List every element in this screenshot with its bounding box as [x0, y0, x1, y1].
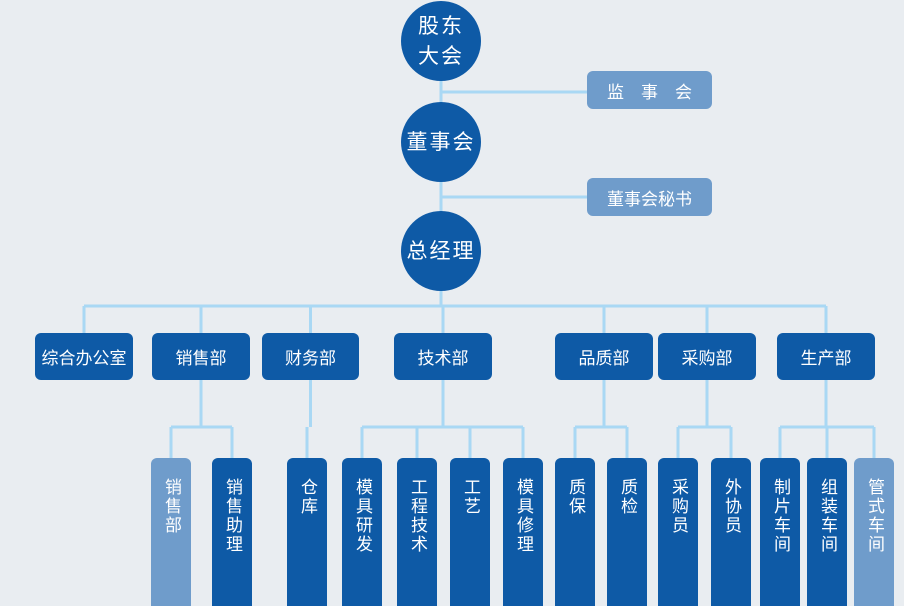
unit-label: 销售助理 — [222, 478, 242, 554]
unit-box: 模具研发 — [342, 458, 382, 606]
unit-box: 采购员 — [658, 458, 698, 606]
unit-label: 质保 — [565, 478, 585, 516]
unit-box: 组装车间 — [807, 458, 847, 606]
department-box: 采购部 — [658, 333, 756, 380]
department-label: 品质部 — [578, 349, 630, 369]
unit-label: 模具修理 — [513, 478, 533, 554]
department-box: 技术部 — [394, 333, 492, 380]
unit-box: 销售部 — [151, 458, 191, 606]
unit-box: 管式车间 — [854, 458, 894, 606]
board-secretary-label: 董事会秘书 — [607, 189, 692, 210]
department-label: 销售部 — [175, 349, 227, 369]
unit-label: 仓库 — [297, 478, 317, 516]
department-label: 生产部 — [800, 349, 852, 369]
unit-box: 质保 — [555, 458, 595, 606]
department-box: 财务部 — [262, 333, 359, 380]
department-box: 生产部 — [777, 333, 875, 380]
department-label: 综合办公室 — [41, 349, 127, 369]
unit-label: 工艺 — [460, 478, 480, 516]
department-label: 财务部 — [285, 349, 336, 369]
unit-label: 管式车间 — [864, 478, 884, 554]
unit-label: 模具研发 — [352, 478, 372, 554]
department-box: 品质部 — [555, 333, 653, 380]
supervisors-box: 监 事 会 — [587, 71, 712, 109]
shareholders-label-line2: 大会 — [418, 44, 464, 68]
unit-label: 采购员 — [668, 478, 688, 535]
unit-label: 制片车间 — [770, 478, 790, 554]
board-node: 董事会 — [401, 102, 481, 182]
unit-box: 制片车间 — [760, 458, 800, 606]
unit-label: 工程技术 — [407, 478, 427, 554]
general-manager-label: 总经理 — [406, 239, 476, 263]
department-label: 技术部 — [417, 349, 469, 369]
unit-box: 质检 — [607, 458, 647, 606]
board-label: 董事会 — [406, 130, 476, 154]
unit-box: 工艺 — [450, 458, 490, 606]
shareholders-label-line1: 股东 — [418, 14, 464, 38]
unit-label: 销售部 — [161, 478, 181, 535]
unit-box: 仓库 — [287, 458, 327, 606]
department-box: 综合办公室 — [35, 333, 133, 380]
unit-label: 组装车间 — [817, 478, 837, 554]
supervisors-label: 监 事 会 — [607, 82, 692, 103]
unit-label: 质检 — [617, 478, 637, 516]
unit-box: 销售助理 — [212, 458, 252, 606]
unit-label: 外协员 — [721, 478, 741, 535]
board-secretary-box: 董事会秘书 — [587, 178, 712, 216]
unit-box: 工程技术 — [397, 458, 437, 606]
unit-box: 外协员 — [711, 458, 751, 606]
department-box: 销售部 — [152, 333, 250, 380]
unit-box: 模具修理 — [503, 458, 543, 606]
department-label: 采购部 — [681, 349, 733, 369]
shareholders-node: 股东大会 — [401, 1, 481, 81]
general-manager-node: 总经理 — [401, 211, 481, 291]
